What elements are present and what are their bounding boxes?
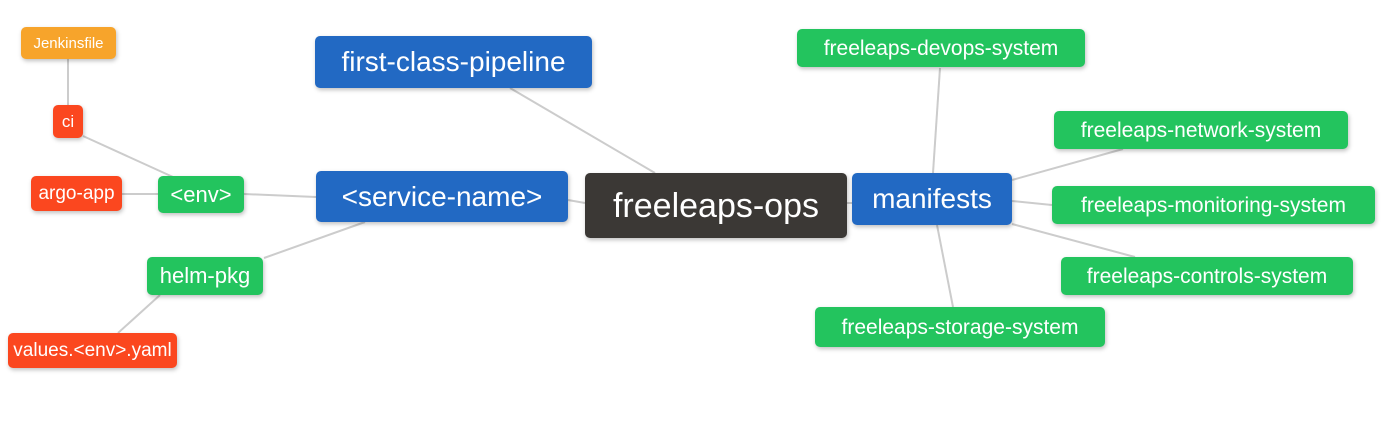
edge-helm-pkg-to-service-name — [263, 221, 366, 259]
node-manifests[interactable]: manifests — [852, 173, 1012, 225]
node-label: ci — [61, 112, 75, 131]
node-label: <env> — [170, 181, 232, 207]
node-freeleaps-network-system[interactable]: freeleaps-network-system — [1054, 111, 1348, 149]
node-label: freeleaps-ops — [612, 186, 819, 225]
node-freeleaps-ops[interactable]: freeleaps-ops — [585, 173, 847, 238]
node-first-class-pipeline[interactable]: first-class-pipeline — [315, 36, 592, 88]
node-freeleaps-storage-system[interactable]: freeleaps-storage-system — [815, 307, 1105, 347]
node-argo-app[interactable]: argo-app — [31, 176, 122, 211]
node-service-name[interactable]: <service-name> — [316, 171, 568, 222]
node-freeleaps-devops-system[interactable]: freeleaps-devops-system — [797, 29, 1085, 67]
node-label: values.<env>.yaml — [13, 340, 172, 361]
node-label: <service-name> — [341, 180, 543, 212]
edge-values-env-yaml-to-helm-pkg — [117, 294, 161, 334]
node-label: freeleaps-monitoring-system — [1081, 193, 1346, 217]
node-label: manifests — [872, 183, 992, 214]
node-env[interactable]: <env> — [158, 176, 244, 213]
edge-env-to-service-name — [243, 193, 317, 198]
edge-manifests-to-freeleaps-storage-system — [936, 224, 954, 308]
node-ci[interactable]: ci — [53, 105, 83, 138]
edge-first-class-pipeline-to-freeleaps-ops — [509, 87, 656, 174]
edge-manifests-to-freeleaps-monitoring-system — [1011, 200, 1053, 206]
node-freeleaps-monitoring-system[interactable]: freeleaps-monitoring-system — [1052, 186, 1375, 224]
edge-service-name-to-freeleaps-ops — [567, 199, 586, 204]
node-label: helm-pkg — [159, 263, 251, 288]
edge-manifests-to-freeleaps-devops-system — [932, 67, 941, 174]
node-label: argo-app — [38, 183, 115, 204]
node-label: freeleaps-controls-system — [1086, 264, 1328, 288]
edge-manifests-to-freeleaps-controls-system — [1011, 223, 1136, 258]
node-helm-pkg[interactable]: helm-pkg — [147, 257, 263, 295]
node-label: freeleaps-devops-system — [823, 36, 1059, 60]
node-label: freeleaps-network-system — [1080, 118, 1322, 142]
node-label: Jenkinsfile — [33, 34, 104, 52]
node-jenkinsfile[interactable]: Jenkinsfile — [21, 27, 116, 59]
node-freeleaps-controls-system[interactable]: freeleaps-controls-system — [1061, 257, 1353, 295]
node-label: first-class-pipeline — [341, 46, 566, 77]
node-label: freeleaps-storage-system — [841, 315, 1079, 339]
edge-manifests-to-freeleaps-network-system — [1011, 148, 1124, 181]
edge-ci-to-env — [82, 135, 174, 178]
node-values-env-yaml[interactable]: values.<env>.yaml — [8, 333, 177, 368]
